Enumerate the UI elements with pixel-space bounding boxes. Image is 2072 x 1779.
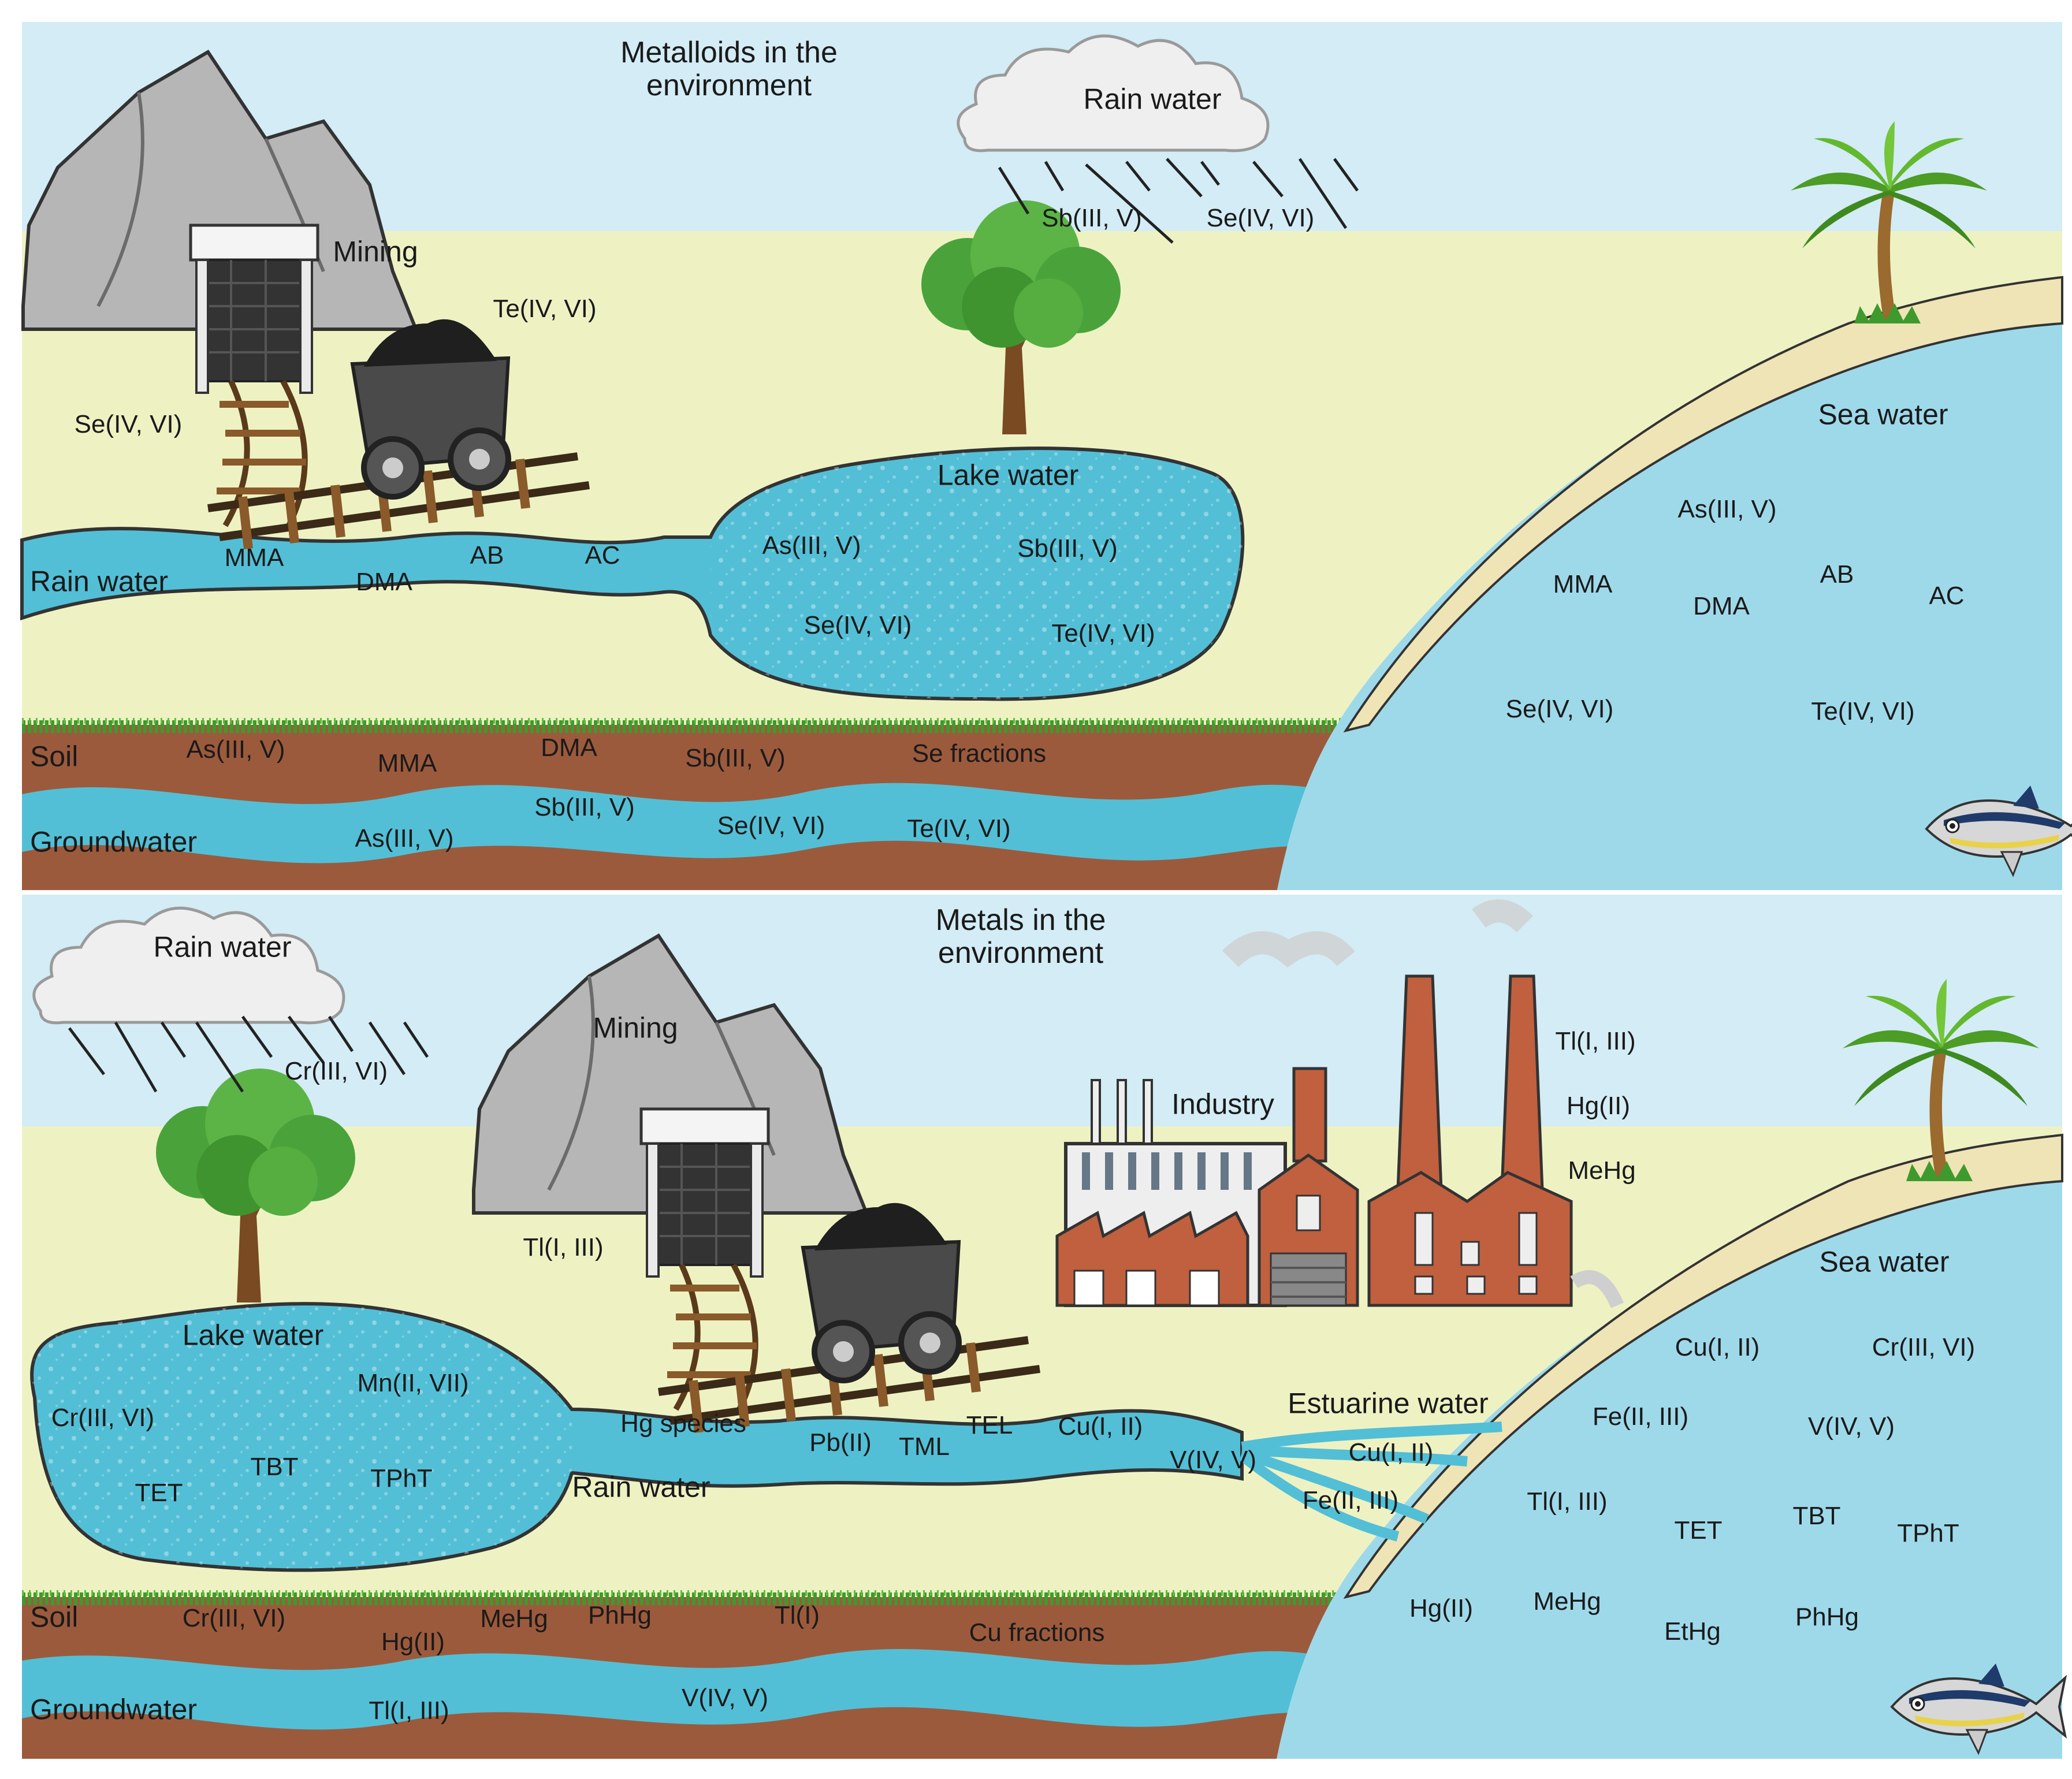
groundwater-label: Groundwater <box>30 825 198 858</box>
river-species: TML <box>899 1432 950 1461</box>
industry-label: Industry <box>1171 1088 1274 1121</box>
sea-area <box>1277 322 2062 892</box>
sea-species: Te(IV, VI) <box>1811 697 1915 725</box>
soil-species: Cr(III, VI) <box>182 1603 286 1632</box>
metals-panel <box>22 892 2066 1759</box>
metals-title: Metals in the environment <box>935 903 1106 970</box>
river-species: TEL <box>966 1410 1013 1439</box>
mining-species-se: Se(IV, VI) <box>74 410 183 438</box>
mining-species-te: Te(IV, VI) <box>493 294 597 323</box>
groundwater-species: V(IV, V) <box>682 1683 768 1712</box>
river-species: Hg species <box>620 1409 746 1438</box>
rain-label-2: Rain water <box>153 931 292 963</box>
sea-species: TPhT <box>1897 1519 1959 1547</box>
soil-species: As(III, V) <box>186 735 285 764</box>
rain-species-se: Se(IV, VI) <box>1206 203 1315 232</box>
lake-species: Cr(III, VI) <box>51 1403 155 1432</box>
lake-species: Sb(III, V) <box>1017 534 1118 563</box>
soil-species: Tl(I) <box>774 1601 820 1629</box>
soil-species: Sb(III, V) <box>685 743 786 772</box>
estuary-channels <box>1238 1421 1502 1542</box>
river-species: Cu(I, II) <box>1058 1412 1143 1441</box>
groundwater-band-2 <box>22 1649 1346 1730</box>
groundwater-species: Sb(III, V) <box>534 792 635 821</box>
rain-species-sb: Sb(III, V) <box>1041 203 1142 232</box>
groundwater-species: Tl(I, III) <box>369 1696 449 1725</box>
industry-species: MeHg <box>1568 1156 1636 1185</box>
river-label-2: Rain water <box>572 1471 710 1503</box>
soil-species: PhHg <box>587 1601 652 1629</box>
river-species: V(IV, V) <box>1170 1445 1256 1474</box>
groundwater-species: Te(IV, VI) <box>907 814 1011 843</box>
sea-label-2: Sea water <box>1819 1245 1950 1278</box>
lake-species: TBT <box>250 1452 299 1481</box>
rain-label: Rain water <box>1083 83 1222 116</box>
rain-streaks-2 <box>68 1015 429 1093</box>
lake-species: Se(IV, VI) <box>803 611 912 639</box>
metalloids-panel <box>22 22 2072 892</box>
river-label: Rain water <box>30 565 168 598</box>
lake-label: Lake water <box>937 459 1079 492</box>
lake-species: Mn(II, VII) <box>357 1368 469 1397</box>
sea-species: MeHg <box>1533 1587 1601 1616</box>
estuary-species: Cu(I, II) <box>1348 1438 1434 1467</box>
sea-species: Fe(II, III) <box>1592 1402 1689 1431</box>
estuary-species: Fe(II, III) <box>1302 1486 1399 1514</box>
beach <box>1343 276 2063 733</box>
soil-label-2: Soil <box>30 1601 79 1633</box>
sea-label: Sea water <box>1818 398 1948 431</box>
sea-species: MMA <box>1553 570 1613 598</box>
soil-species: MMA <box>377 749 437 777</box>
sea-species: V(IV, V) <box>1808 1412 1895 1441</box>
industry-species: Tl(I, III) <box>1555 1026 1636 1055</box>
sea-species: PhHg <box>1795 1602 1859 1631</box>
sea-species: TBT <box>1792 1501 1841 1530</box>
lake-species: TPhT <box>370 1464 433 1493</box>
mining-label: Mining <box>333 235 418 268</box>
soil-species: Se fractions <box>912 739 1047 768</box>
soil-label: Soil <box>30 740 79 773</box>
groundwater-species: As(III, V) <box>355 824 454 853</box>
industry-species: Hg(II) <box>1567 1091 1630 1120</box>
soil-species: Cu fractions <box>969 1618 1105 1647</box>
sea-species: EtHg <box>1664 1617 1721 1646</box>
sea-species: Se(IV, VI) <box>1505 694 1614 723</box>
lake-label-2: Lake water <box>182 1319 324 1352</box>
groundwater-band <box>22 783 1346 864</box>
sea-species: DMA <box>1693 591 1750 620</box>
soil-species: MeHg <box>480 1604 548 1633</box>
river-species: DMA <box>356 567 412 596</box>
sea-species: Hg(II) <box>1409 1594 1473 1622</box>
mining-species-tl: Tl(I, III) <box>523 1233 604 1261</box>
sea-species: Cr(III, VI) <box>1872 1333 1976 1361</box>
sea-species: TET <box>1674 1516 1723 1544</box>
soil-species: DMA <box>541 733 597 762</box>
beach-2 <box>1343 1133 2063 1599</box>
sea-area-2 <box>1277 1180 2062 1759</box>
estuary-label: Estuarine water <box>1288 1387 1489 1420</box>
metalloids-title: Metalloids in the environment <box>620 35 838 102</box>
groundwater-species: Se(IV, VI) <box>717 811 825 840</box>
lake-species: Te(IV, VI) <box>1051 619 1155 647</box>
industry-illustration <box>1055 899 1624 1308</box>
rain-streaks <box>998 158 1359 244</box>
lake-species: TET <box>135 1478 183 1507</box>
river-species: Pb(II) <box>809 1428 872 1457</box>
soil-species: Hg(II) <box>381 1627 445 1656</box>
sea-species: AB <box>1820 560 1854 589</box>
lake-species: As(III, V) <box>762 531 861 560</box>
rain-species-cr: Cr(III, VI) <box>284 1056 388 1085</box>
sea-species: AC <box>1929 581 1965 610</box>
river-species: AB <box>470 541 504 570</box>
mining-label-2: Mining <box>593 1011 678 1044</box>
sea-species: Tl(I, III) <box>1527 1487 1608 1516</box>
sea-species: Cu(I, II) <box>1675 1333 1760 1361</box>
groundwater-label-2: Groundwater <box>30 1693 198 1726</box>
river-species: AC <box>585 541 620 570</box>
river-species: MMA <box>224 543 284 572</box>
sea-species: As(III, V) <box>1677 494 1777 523</box>
